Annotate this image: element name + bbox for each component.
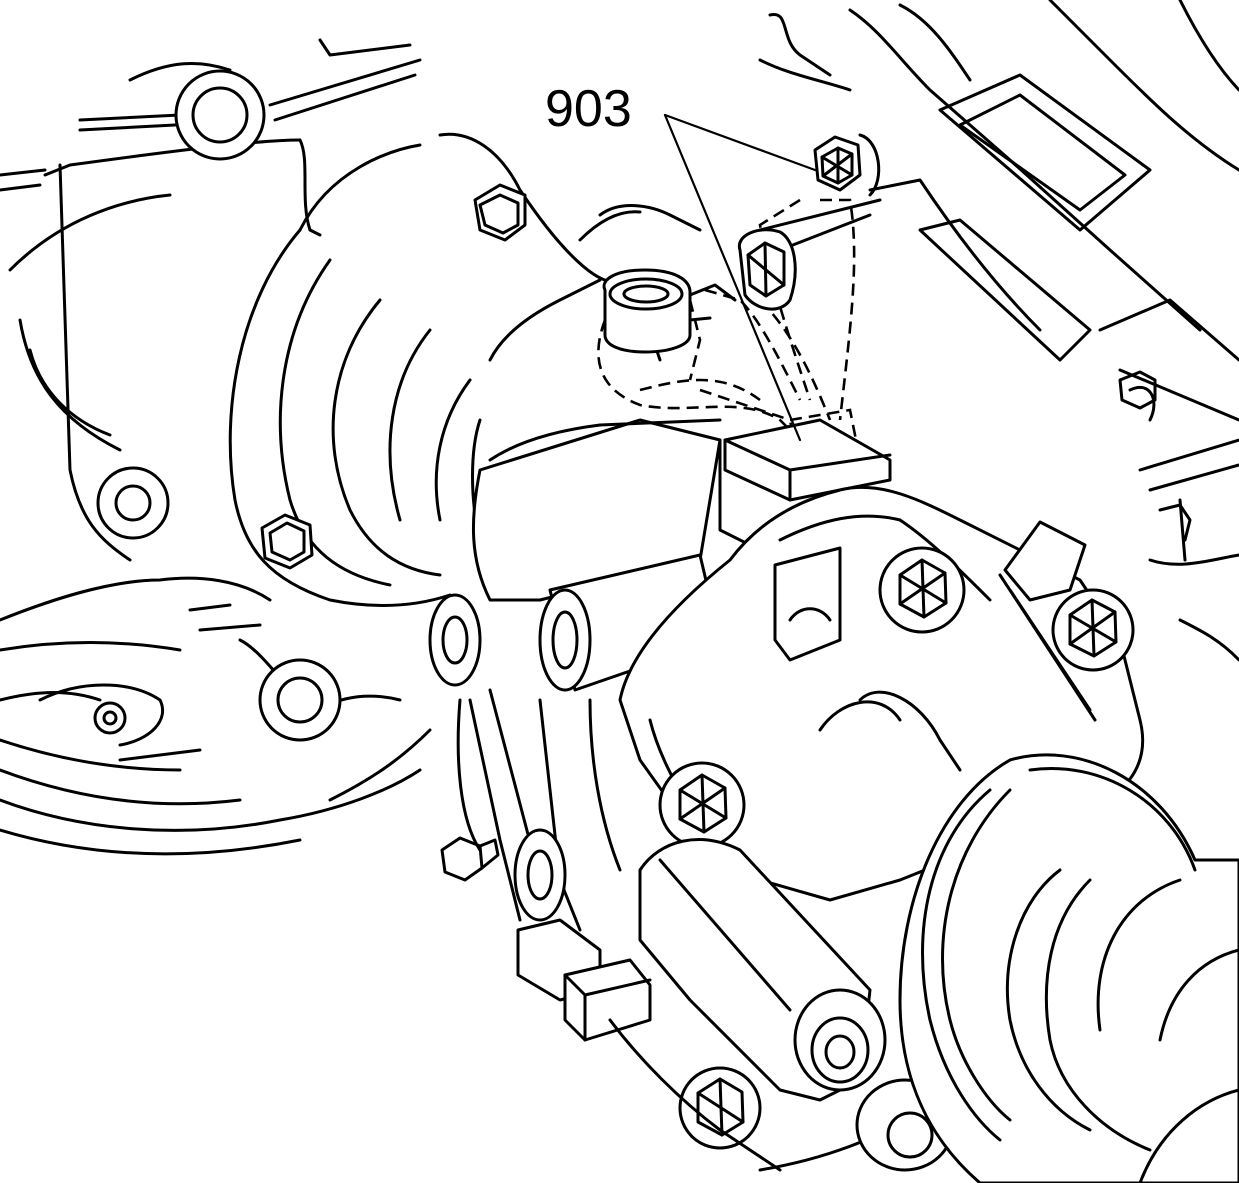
pulley [898, 753, 1239, 1183]
bolt-housing-left [260, 513, 314, 570]
callout-label-903: 903 [545, 80, 632, 138]
washer-bottom-left [93, 701, 127, 735]
bracket-foot-blocks [516, 918, 652, 1042]
boss-cylinder-lower [793, 988, 887, 1092]
mounting-bracket-upper [758, 133, 882, 252]
bolt-far-right [1051, 588, 1135, 672]
bolt-lower-center [658, 761, 746, 849]
engine-block-left [0, 38, 432, 856]
boss-cylinder-center [538, 553, 722, 692]
bolt-center-right [878, 546, 966, 634]
terminal-block-top [773, 546, 842, 662]
washer-lower-bracket [513, 828, 567, 922]
hose-fitting [602, 268, 737, 354]
washer-housing [428, 593, 482, 687]
bolt-housing-top [473, 183, 527, 242]
washer-top-left [174, 69, 266, 161]
terminal-block-right [1003, 520, 1087, 602]
bolt-right-edge [1118, 370, 1192, 542]
bolt-bottom-left [678, 1066, 762, 1150]
washer-lower-left [258, 658, 342, 742]
bolt-903-lower [737, 228, 797, 311]
bolt-903-upper [813, 135, 862, 192]
bolt-small-side [440, 836, 500, 882]
washer-mid-left [96, 466, 170, 540]
callout-leader-lines [663, 113, 817, 442]
